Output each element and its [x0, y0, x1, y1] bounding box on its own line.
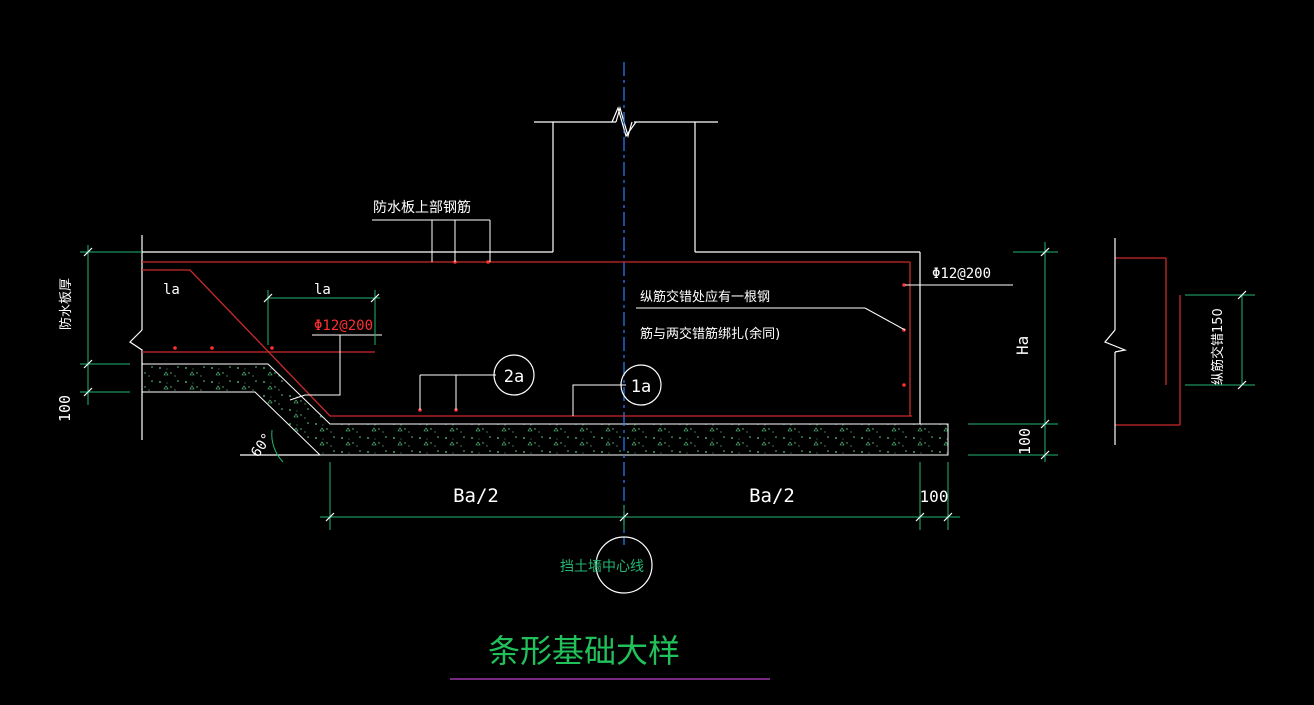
callout-2a-label: 2a — [504, 367, 524, 387]
rebar-spec-red: Φ12@200 — [314, 318, 373, 334]
dim-100-right: 100 — [1016, 428, 1034, 455]
stagger-label: 纵筋交错150 — [1210, 308, 1226, 385]
centerline-label: 挡土墙中心线 — [560, 559, 644, 575]
dim-100-left: 100 — [56, 395, 74, 422]
drawing-title: 条形基础大样 — [488, 632, 680, 670]
rebar-spec-right: Φ12@200 — [932, 266, 991, 282]
rebar-dots — [173, 260, 906, 412]
centerline-label-circle — [595, 536, 653, 594]
stagger-detail-outline — [1104, 238, 1128, 445]
note-line-1: 纵筋交错处应有一根钢 — [640, 289, 770, 305]
note-line-2: 筋与两交错筋绑扎(余同) — [640, 326, 780, 342]
slab-thickness-label: 防水板厚 — [58, 278, 74, 330]
callout-2a-circle — [493, 354, 535, 396]
la-left-label: la — [163, 282, 180, 298]
ba-right-label: Ba/2 — [749, 485, 795, 507]
la-dim-label: la — [314, 282, 331, 298]
rebar-lines — [142, 257, 1181, 426]
top-rebar-label: 防水板上部钢筋 — [373, 199, 471, 216]
dim-100-bottom: 100 — [920, 487, 949, 506]
leader-lines — [289, 219, 1013, 416]
blinding-layer-left — [141, 363, 949, 456]
callout-1a-circle — [620, 364, 662, 406]
dimension-ticks — [83, 247, 1247, 522]
ha-label: Ha — [1013, 336, 1032, 355]
dimension-lines — [80, 242, 1255, 530]
foundation-outline — [129, 105, 921, 456]
callout-1a-label: 1a — [631, 377, 651, 397]
ba-left-label: Ba/2 — [453, 485, 499, 507]
